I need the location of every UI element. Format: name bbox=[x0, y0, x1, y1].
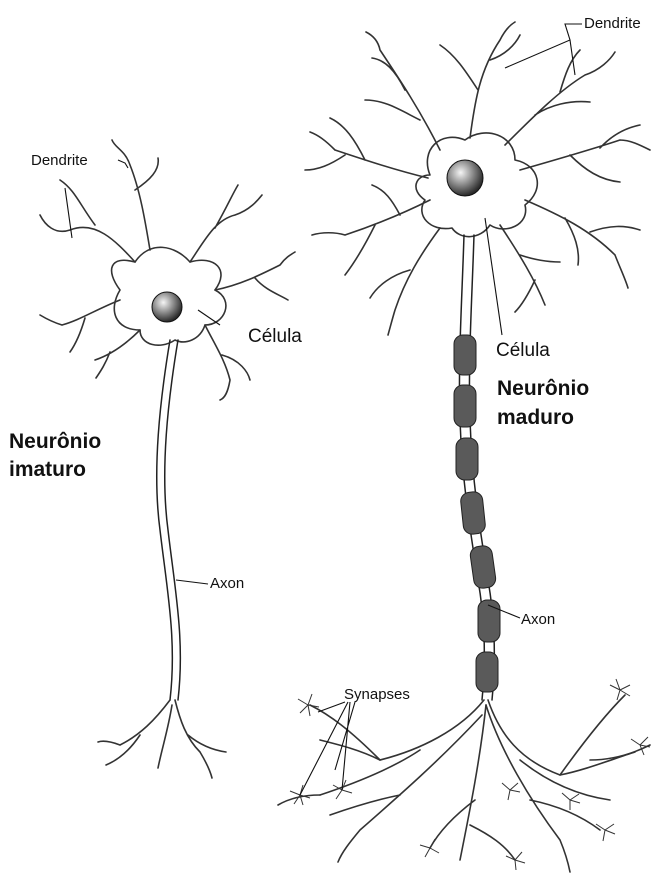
synapses-label: Synapses bbox=[344, 686, 410, 703]
myelin-sheath bbox=[476, 652, 498, 692]
synapse-terminal bbox=[562, 793, 580, 810]
immature-neuron: Dendrite Célula Neurônio imaturo Axon bbox=[9, 140, 302, 778]
immature-axon-terminals bbox=[98, 700, 226, 778]
immature-cell-label: Célula bbox=[248, 326, 302, 347]
immature-cell-leader bbox=[198, 310, 220, 325]
synapse-terminal bbox=[596, 824, 615, 841]
immature-title-line1: Neurônio bbox=[9, 430, 101, 453]
myelin-sheath bbox=[454, 385, 476, 427]
immature-axon-leader bbox=[176, 580, 208, 584]
mature-dendrite-label: Dendrite bbox=[584, 15, 641, 32]
myelin-sheath bbox=[469, 545, 497, 590]
immature-soma bbox=[152, 292, 182, 322]
mature-title-line1: Neurônio bbox=[497, 377, 589, 400]
immature-dendrite-leader bbox=[65, 160, 128, 238]
myelin-sheath bbox=[478, 600, 500, 642]
mature-neuron: Dendrite Célula Neurônio maduro Axon Syn… bbox=[278, 15, 650, 872]
mature-title-line2: maduro bbox=[497, 406, 574, 429]
mature-cell-label: Célula bbox=[496, 340, 550, 361]
myelin-sheaths bbox=[454, 335, 500, 692]
immature-axon bbox=[157, 340, 181, 700]
immature-dendrite-label: Dendrite bbox=[31, 152, 88, 169]
myelin-sheath bbox=[456, 438, 478, 480]
immature-dendrites bbox=[40, 140, 295, 400]
synapse-terminal bbox=[610, 679, 630, 700]
myelin-sheath bbox=[460, 491, 486, 535]
mature-axon-terminals bbox=[278, 695, 650, 872]
mature-axon-label: Axon bbox=[521, 611, 555, 628]
immature-title-line2: imaturo bbox=[9, 458, 86, 481]
synapse-terminal bbox=[420, 839, 439, 857]
synapse-terminal bbox=[298, 694, 319, 716]
mature-dendrite-leader bbox=[505, 24, 582, 75]
synapse-terminal bbox=[506, 852, 525, 870]
synapses bbox=[290, 679, 650, 870]
myelin-sheath bbox=[454, 335, 476, 375]
synapse-terminal bbox=[502, 783, 520, 800]
immature-axon-label: Axon bbox=[210, 575, 244, 592]
mature-soma bbox=[447, 160, 483, 196]
mature-cell-leader bbox=[485, 218, 502, 335]
